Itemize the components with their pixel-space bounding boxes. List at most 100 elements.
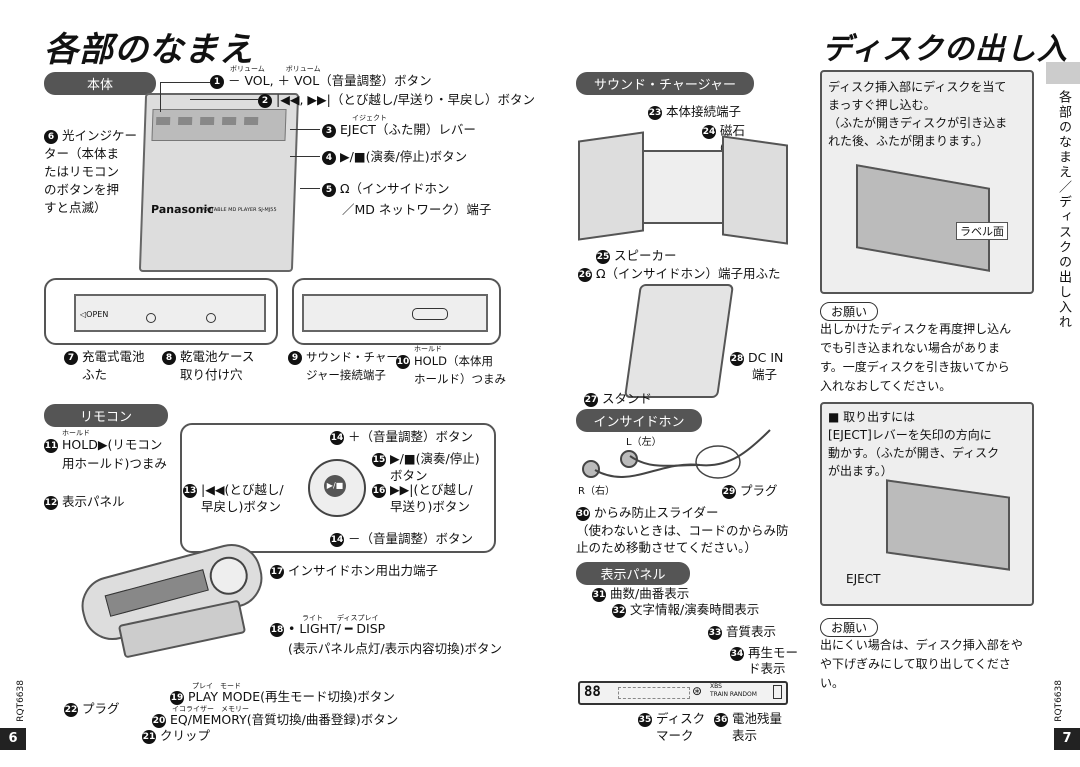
insert-illustration [856, 164, 990, 272]
remove-disc-box: ■ 取り出すには[EJECT]レバーを矢印の方向に 動かす。（ふたが開き、ディス… [820, 402, 1034, 606]
num-20: 20 [152, 713, 166, 728]
num-33: 33 [708, 625, 722, 640]
earphone-cord [594, 429, 771, 479]
headphone-cover-label: Ω（インサイドホン）端子用ふた [596, 266, 781, 281]
lcd-panel: 88 ⊛ XBS TRAIN RANDOM [578, 681, 788, 705]
section-remote: リモコン [44, 404, 168, 427]
remote-jog-dial: ▶/■ [308, 459, 366, 517]
left-page-title: 各部のなまえ [44, 30, 254, 70]
num-27: 27 [584, 392, 598, 407]
remote-play-stop-label: 15▶/■(演奏/停止)ボタン [372, 451, 480, 483]
charger-back-illustration [623, 284, 735, 398]
num-21: 21 [142, 729, 156, 744]
num-10: 10 [396, 354, 410, 369]
lcd-mode1: XBS [710, 683, 722, 690]
vol-up-label: ＋（音量調整）ボタン [348, 429, 474, 444]
eject-lever-label: EJECT（ふた開）レバー [340, 122, 476, 137]
p1-ruby: ボリューム ボリューム [230, 65, 321, 73]
num-9: 9 [288, 350, 302, 365]
play-mode-button-label: PLAY MODE(再生モード切換)ボタン [188, 689, 395, 704]
eq-memory-button-label: EQ/MEMORY(音質切換/曲番登録)ボタン [170, 712, 399, 727]
side-tab-marker [1046, 62, 1080, 84]
p19-ruby: プレイ モード [192, 682, 241, 690]
vol-button-label: － VOL, ＋ VOL（音量調整）ボタン [228, 73, 432, 88]
p20-ruby: イコライザー メモリー [172, 705, 249, 713]
lcd-digits: 88 [584, 684, 601, 700]
stand-label: スタンド [602, 391, 653, 406]
section-body: 本体 [44, 72, 156, 95]
cord-slider-label: からみ防止スライダー [594, 505, 719, 520]
text-info-label: 文字情報/演奏時間表示 [630, 602, 760, 617]
remote-detail-box [180, 423, 496, 553]
num-28: 28 [730, 351, 744, 366]
eject-label: EJECT [846, 572, 881, 586]
remote-output-jack-label: インサイドホン用出力端子 [288, 563, 439, 578]
num-12: 12 [44, 495, 58, 510]
num-36: 36 [714, 712, 728, 727]
num-23: 23 [648, 105, 662, 120]
num-30: 30 [576, 506, 590, 521]
onegai-note-1: 出しかけたディスクを再度押し込んでも引き込まれない場合がありま す。一度ディスク… [820, 322, 1012, 393]
remote-plug-label: プラグ [82, 701, 120, 716]
page-number-right: 7 [1054, 728, 1080, 750]
battery-icon [773, 685, 782, 699]
num-11: 11 [44, 438, 58, 453]
section-earphone: インサイドホン [576, 409, 702, 432]
earphone-plug-label: プラグ [740, 483, 778, 498]
num-8: 8 [162, 350, 176, 365]
open-label: ◁OPEN [80, 310, 109, 319]
num-35: 35 [638, 712, 652, 727]
headphone-jack-label: Ω（インサイドホン [340, 181, 450, 196]
num-32: 32 [612, 603, 626, 618]
headphone-jack-label-2: ／MD ネットワーク）端子 [342, 202, 492, 217]
device-illustration: Panasonic PORTABLE MD PLAYER SJ-MJ55 [138, 93, 300, 272]
rqt-code-left: RQT6638 [16, 680, 26, 722]
remove-note: ■ 取り出すには[EJECT]レバーを矢印の方向に 動かす。（ふたが開き、ディス… [828, 410, 1000, 478]
connector-label: 本体接続端子 [666, 104, 742, 119]
speaker-label: スピーカー [614, 248, 677, 263]
num-29: 29 [722, 484, 736, 499]
page-number-left: 6 [0, 728, 26, 750]
disc-icon: ⊛ [692, 684, 703, 698]
p10-ruby: ホールド [414, 345, 442, 353]
num-22: 22 [64, 702, 78, 717]
earbud-right [582, 460, 600, 478]
num-19: 19 [170, 690, 184, 705]
num-13: 13 [183, 483, 197, 498]
num-24: 24 [702, 124, 716, 139]
remove-illustration [886, 479, 1010, 571]
onegai-badge-1: お願い [820, 302, 879, 321]
light-disp-button-label: • LIGHT/ ━ DISP [288, 621, 386, 636]
play-stop-button-label: ▶/■(演奏/停止)ボタン [340, 149, 468, 164]
num-18: 18 [270, 622, 284, 637]
skip-button-label: |◀◀, ▶▶|（とび越し/早送り・早戻し）ボタン [276, 92, 536, 107]
device-model-label: PORTABLE MD PLAYER SJ-MJ55 [200, 207, 277, 213]
track-number-label: 曲数/曲番表示 [610, 586, 690, 601]
side-tab-text: 各部のなまえ／ディスクの出し入れ [1056, 90, 1071, 330]
remote-skip-forward-label: 16▶▶|(とび越し/早送り)ボタン [372, 482, 473, 514]
sound-quality-label: 音質表示 [726, 624, 777, 639]
section-charger: サウンド・チャージャー [576, 72, 754, 95]
num-5: 5 [322, 182, 336, 197]
ear-right-label: R（右） [578, 486, 615, 497]
display-panel-label: 表示パネル [62, 494, 125, 509]
onegai-badge-2: お願い [820, 618, 879, 637]
clip-label: クリップ [160, 728, 211, 743]
insert-note: ディスク挿入部にディスクを当てまっすぐ押し込む。 （ふたが開きディスクが引き込ま… [828, 80, 1008, 148]
num-15: 15 [372, 452, 386, 467]
light-disp-desc: (表示パネル点灯/表示内容切換)ボタン [288, 641, 502, 656]
remote-skip-back-label: 13|◀◀(とび越し/早戻し)ボタン [183, 482, 284, 514]
charger-illustration [578, 128, 788, 245]
num-16: 16 [372, 483, 386, 498]
p18-ruby: ライト ディスプレイ [302, 614, 379, 622]
ear-left-label: L（左） [626, 437, 662, 448]
num-2: 2 [258, 93, 272, 108]
vol-down-label: －（音量調整）ボタン [348, 531, 474, 546]
